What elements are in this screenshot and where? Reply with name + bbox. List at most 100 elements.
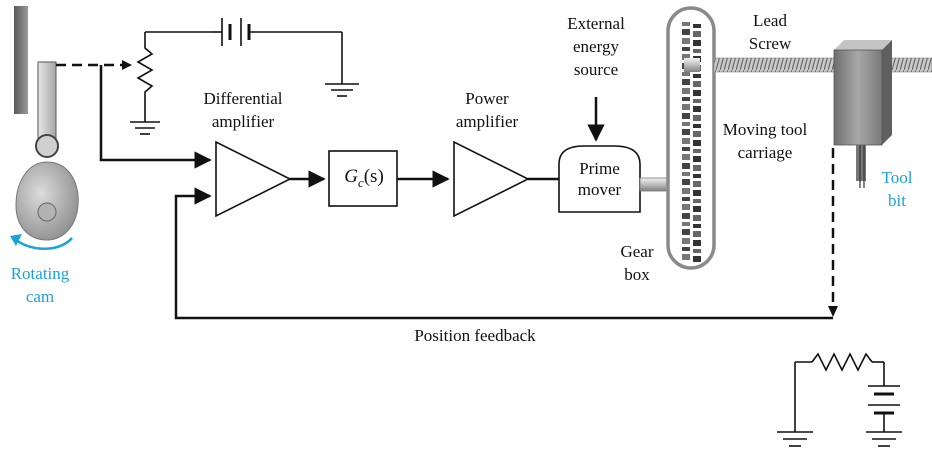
tool-bit-label: Tool bit [872,166,922,212]
gear-tooth [682,104,690,110]
power-amplifier-label-line2: amplifier [455,112,519,131]
input-battery-icon [210,18,359,97]
controller-subscript: c [357,174,364,190]
gear-tooth [682,147,690,151]
rotating-cam [15,161,79,241]
lead-screw-shaft [684,58,700,72]
gear-tooth [693,224,701,228]
feedback-potentiometer [777,352,884,447]
gear-tooth [682,254,690,260]
gear-tooth [693,215,701,221]
moving-tool-carriage [833,40,892,188]
input-pot-wiper-arrowhead [122,60,132,70]
gear-tooth [682,38,690,44]
gear-tooth [693,256,701,262]
cam-shaft [37,202,57,222]
moving-tool-carriage-label: Moving tool carriage [712,118,818,164]
external-energy-source-label-line2: energy [573,37,619,56]
gear-box-label: Gear box [612,240,662,286]
lead-screw-label-line2: Screw [748,34,792,53]
gear-tooth [682,172,690,176]
differential-amplifier-symbol [215,140,292,218]
gear-tooth [693,40,701,46]
gear-tooth [693,181,701,187]
gear-box-label-line1: Gear [620,242,654,261]
gear-tooth [693,124,701,128]
differential-amplifier-label-line2: amplifier [211,112,275,131]
gear-tooth [693,206,701,212]
lead-screw-label-line1: Lead [753,11,787,30]
power-amplifier-label-line1: Power [465,89,509,108]
differential-amplifier-label: Differential amplifier [188,87,298,133]
rotating-cam-label-line1: Rotating [10,264,70,283]
gear-tooth [693,240,701,246]
gear-tooth [682,204,690,210]
feedback-battery-icon [866,362,902,447]
gear-tooth [682,188,690,194]
rotating-cam-label-line2: cam [25,287,55,306]
gear-tooth [693,115,701,121]
external-energy-source-label-line3: source [573,60,619,79]
gear-tooth [682,47,690,51]
input-potentiometer [130,31,210,135]
gear-tooth [682,247,690,251]
external-energy-source-label-line1: External [567,14,625,33]
cam-rotation-arrowhead-icon [10,234,22,246]
gear-tooth [693,174,701,178]
gear-tooth [682,138,690,144]
gear-tooth [693,106,701,112]
gear-tooth [693,49,701,53]
tool-bit-label-line1: Tool [881,168,913,187]
gear-tooth [682,197,690,201]
gear-tooth [682,79,690,85]
prime-mover-label: Prime mover [559,158,640,200]
gear-tooth [682,72,690,76]
gear-box [666,6,716,270]
prime-mover-label-line1: Prime [579,159,620,178]
reference-signal-wire [99,65,212,169]
gear-tooth [682,29,690,35]
gear-tooth [682,113,690,119]
gear-tooth [693,140,701,146]
position-feedback-label: Position feedback [414,326,536,345]
position-feedback-wire [174,187,833,320]
tool-bit-label-line2: bit [888,191,906,210]
gear-box-label-line2: box [624,265,650,284]
gear-tooth [682,129,690,135]
prime-mover-block [558,145,641,213]
gear-tooth [682,229,690,235]
differential-amplifier-label-line1: Differential [203,89,283,108]
external-energy-source-label: External energy source [546,12,646,81]
cam-follower-assembly [10,6,79,250]
gear-tooth [693,156,701,162]
gear-tooth [693,249,701,253]
follower-roller [35,134,59,158]
gear-tooth [682,122,690,126]
gear-tooth [693,24,701,28]
cam-rotation-arrow-icon [15,237,73,250]
power-amplifier-label: Power amplifier [437,87,537,133]
follower-rod [37,61,57,143]
gear-tooth [693,165,701,171]
lead-screw-label: Lead Screw [730,9,810,55]
controller-block [328,150,398,207]
gear-tooth [693,90,701,96]
gear-tooth [682,88,690,94]
gear-tooth [682,179,690,185]
feedback-pot-wiper-arrowhead [828,306,838,317]
controller-symbol: G [344,166,358,187]
gear-tooth [682,222,690,226]
gear-tooth [682,163,690,169]
gear-tooth [682,54,690,60]
gear-tooth [682,22,690,26]
power-amplifier-symbol [453,140,530,218]
gear-tooth [682,97,690,101]
controller-transfer-function: Gc(s) [337,166,391,191]
gear-tooth [693,199,701,203]
prime-mover-label-line2: mover [577,180,622,199]
gear-tooth [693,81,701,87]
gear-tooth [693,74,701,78]
gear-tooth [693,131,701,137]
moving-tool-carriage-label-line2: carriage [737,143,793,162]
